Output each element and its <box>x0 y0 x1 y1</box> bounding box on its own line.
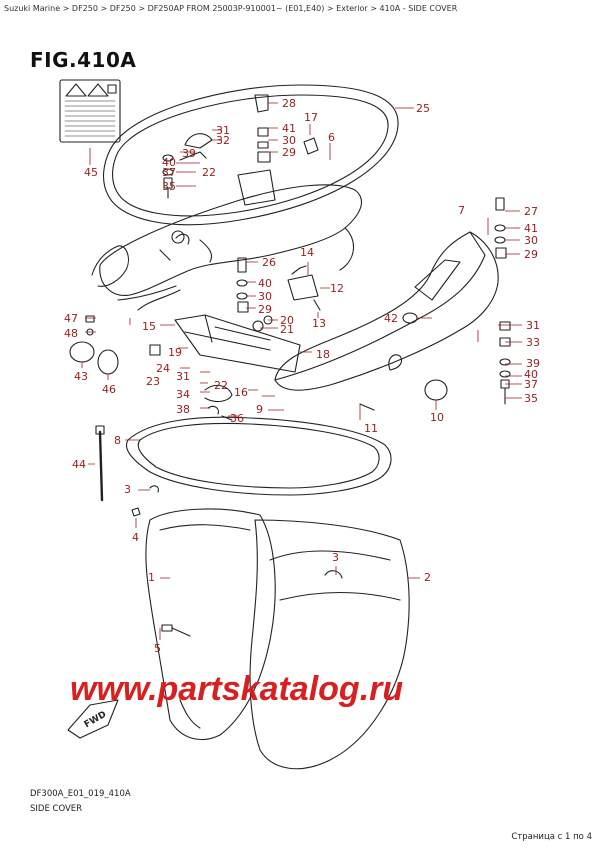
callout-20[interactable]: 20 <box>280 314 294 327</box>
callout-6[interactable]: 6 <box>328 131 335 144</box>
side-cover-7 <box>274 231 486 381</box>
caution-label-45 <box>59 79 121 143</box>
callout-4[interactable]: 4 <box>132 531 139 544</box>
callout-12[interactable]: 12 <box>330 282 344 295</box>
callout-35[interactable]: 35 <box>162 180 176 193</box>
callout-38[interactable]: 38 <box>176 403 190 416</box>
callout-37[interactable]: 37 <box>524 378 538 391</box>
side-cover-2 <box>249 519 410 770</box>
callout-46[interactable]: 46 <box>102 383 116 396</box>
callout-26[interactable]: 26 <box>262 256 276 269</box>
callout-7[interactable]: 7 <box>458 204 465 217</box>
lower-seal-8 <box>126 416 392 496</box>
callout-1[interactable]: 1 <box>148 571 155 584</box>
upper-pan-6 <box>99 184 363 296</box>
figure-title: FIG.410A <box>30 48 137 72</box>
latch-hook-31 <box>184 133 213 149</box>
callout-44[interactable]: 44 <box>72 458 86 471</box>
breadcrumb-current: 410A - SIDE COVER <box>379 4 458 13</box>
top-seal-25 <box>102 84 399 226</box>
callout-19[interactable]: 19 <box>168 346 182 359</box>
breadcrumb-link-serial[interactable]: DF250AP FROM 25003P-910001~ (E01,E40) <box>147 4 325 13</box>
mount-bracket-18 <box>174 314 301 373</box>
callout-27[interactable]: 27 <box>524 205 538 218</box>
callout-17[interactable]: 17 <box>304 111 318 124</box>
callout-29[interactable]: 29 <box>282 146 296 159</box>
callout-24[interactable]: 24 <box>156 362 170 375</box>
callout-11[interactable]: 11 <box>364 422 378 435</box>
callout-31[interactable]: 31 <box>216 124 230 137</box>
breadcrumb-link-suzuki-marine[interactable]: Suzuki Marine <box>4 4 61 13</box>
callout-45[interactable]: 45 <box>84 166 98 179</box>
callout-23[interactable]: 23 <box>146 375 160 388</box>
callout-36[interactable]: 36 <box>230 412 244 425</box>
callout-28[interactable]: 28 <box>282 97 296 110</box>
callout-21[interactable]: 21 <box>280 323 294 336</box>
clip-17 <box>303 137 319 155</box>
fwd-arrow <box>67 699 119 739</box>
breadcrumb-separator: > <box>370 4 377 13</box>
callout-3[interactable]: 3 <box>332 551 339 564</box>
callout-18[interactable]: 18 <box>316 348 330 361</box>
breadcrumb-separator: > <box>138 4 146 13</box>
callout-13[interactable]: 13 <box>312 317 326 330</box>
callout-35[interactable]: 35 <box>524 392 538 405</box>
callout-39[interactable]: 39 <box>526 357 540 370</box>
callout-33[interactable]: 33 <box>526 336 540 349</box>
callout-37[interactable]: 37 <box>162 166 176 179</box>
trim-strip-15 <box>117 285 177 301</box>
breadcrumb: Suzuki Marine > DF250 > DF250 > DF250AP … <box>4 4 457 13</box>
callout-40[interactable]: 40 <box>162 156 176 169</box>
breadcrumb-link-exterior[interactable]: Exterior <box>336 4 368 13</box>
callout-5[interactable]: 5 <box>154 642 161 655</box>
breadcrumb-link-df250[interactable]: DF250 <box>71 4 98 13</box>
callout-30[interactable]: 30 <box>524 234 538 247</box>
callout-3[interactable]: 3 <box>124 483 131 496</box>
cable-tie-44 <box>98 430 104 502</box>
callout-31[interactable]: 31 <box>526 319 540 332</box>
callout-8[interactable]: 8 <box>114 434 121 447</box>
callout-48[interactable]: 48 <box>64 327 78 340</box>
callout-29[interactable]: 29 <box>524 248 538 261</box>
callout-39[interactable]: 39 <box>182 147 196 160</box>
callout-29[interactable]: 29 <box>258 303 272 316</box>
side-cover-1 <box>145 508 276 741</box>
callout-16[interactable]: 16 <box>234 386 248 399</box>
callout-40[interactable]: 40 <box>258 277 272 290</box>
callout-30[interactable]: 30 <box>282 134 296 147</box>
callout-47[interactable]: 47 <box>64 312 78 325</box>
callout-41[interactable]: 41 <box>524 222 538 235</box>
callout-43[interactable]: 43 <box>74 370 88 383</box>
breadcrumb-separator: > <box>62 4 70 13</box>
page-indicator: Страница с 1 по 4 <box>511 832 592 842</box>
breadcrumb-link-df250-model[interactable]: DF250 <box>109 4 136 13</box>
callout-31[interactable]: 31 <box>176 370 190 383</box>
callout-41[interactable]: 41 <box>282 122 296 135</box>
callout-34[interactable]: 34 <box>176 388 190 401</box>
callout-10[interactable]: 10 <box>430 411 444 424</box>
figure-name: SIDE COVER <box>30 804 83 814</box>
callout-22[interactable]: 22 <box>214 379 228 392</box>
callout-32[interactable]: 32 <box>216 134 230 147</box>
callout-25[interactable]: 25 <box>416 102 430 115</box>
callout-2[interactable]: 2 <box>424 571 431 584</box>
callout-14[interactable]: 14 <box>300 246 314 259</box>
breadcrumb-separator: > <box>100 4 108 13</box>
callout-9[interactable]: 9 <box>256 403 263 416</box>
callout-42[interactable]: 42 <box>384 312 398 325</box>
figure-code: DF300A_E01_019_410A <box>30 789 131 799</box>
watermark-text: www.partskatalog.ru <box>70 670 403 708</box>
callout-30[interactable]: 30 <box>258 290 272 303</box>
callout-22[interactable]: 22 <box>202 166 216 179</box>
breadcrumb-separator: > <box>326 4 334 13</box>
callout-40[interactable]: 40 <box>524 368 538 381</box>
callout-15[interactable]: 15 <box>142 320 156 333</box>
bracket-12 <box>287 274 319 301</box>
